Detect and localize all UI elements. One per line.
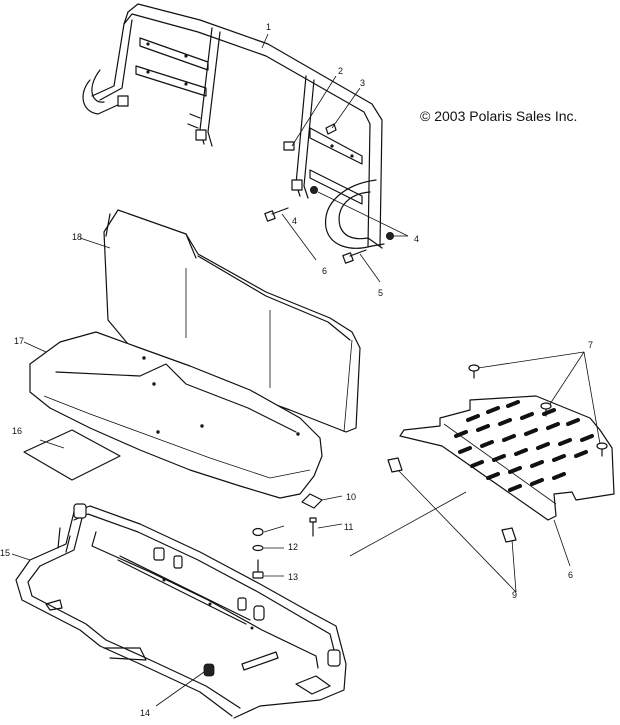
seat-back-frame <box>82 3 385 249</box>
leader-lines <box>11 33 601 707</box>
callout-6-bolt: 6 <box>322 266 327 276</box>
callout-5: 5 <box>378 288 383 298</box>
washer-part-3 <box>325 123 337 135</box>
callout-10: 10 <box>346 492 356 502</box>
copyright-notice: © 2003 Polaris Sales Inc. <box>420 108 578 124</box>
callout-9: 9 <box>512 590 517 600</box>
clip-part-9-upper <box>387 457 403 473</box>
callout-6-panel: 6 <box>568 570 573 580</box>
nut-part-4-upper <box>309 185 318 194</box>
seat-base-frame <box>15 503 347 719</box>
floor-panel-slots <box>454 400 594 492</box>
stud-part-13 <box>252 559 264 579</box>
callout-1: 1 <box>266 22 271 32</box>
screw-part-7-b <box>540 402 552 417</box>
decal-sheet <box>23 429 121 481</box>
pin-part-11 <box>309 517 317 537</box>
callout-15: 15 <box>0 548 10 558</box>
callout-14: 14 <box>140 708 150 718</box>
callout-2: 2 <box>338 66 343 76</box>
callout-7: 7 <box>588 340 593 350</box>
callout-4-nut: 4 <box>414 234 419 244</box>
screw-part-7-c <box>596 442 608 457</box>
hardware <box>203 123 608 677</box>
bolt-part-5 <box>342 249 367 264</box>
screw-part-7-a <box>468 364 480 379</box>
callout-12: 12 <box>288 542 298 552</box>
callout-11: 11 <box>344 522 353 532</box>
callout-18: 18 <box>72 232 82 242</box>
seat-back-cushion <box>103 209 361 433</box>
clip-part-2 <box>283 141 295 151</box>
plug-part-14 <box>203 663 215 677</box>
callout-labels: 1 2 3 4 4 5 6 6 7 9 10 11 12 13 14 15 16… <box>0 22 593 718</box>
floor-panel <box>399 395 615 521</box>
plate-part-10 <box>301 493 323 509</box>
nut-part-4-stack <box>252 527 264 537</box>
callout-13: 13 <box>288 572 298 582</box>
callout-17: 17 <box>14 336 24 346</box>
clip-part-9-lower <box>501 527 517 543</box>
callout-16: 16 <box>12 426 22 436</box>
bolt-part-6 <box>264 207 289 222</box>
washer-part-12 <box>252 544 264 552</box>
callout-4-frame-nut: 4 <box>292 216 297 226</box>
seat-bottom-cushion <box>29 331 323 499</box>
nut-part-4-lower <box>385 231 394 240</box>
callout-3: 3 <box>360 78 365 88</box>
